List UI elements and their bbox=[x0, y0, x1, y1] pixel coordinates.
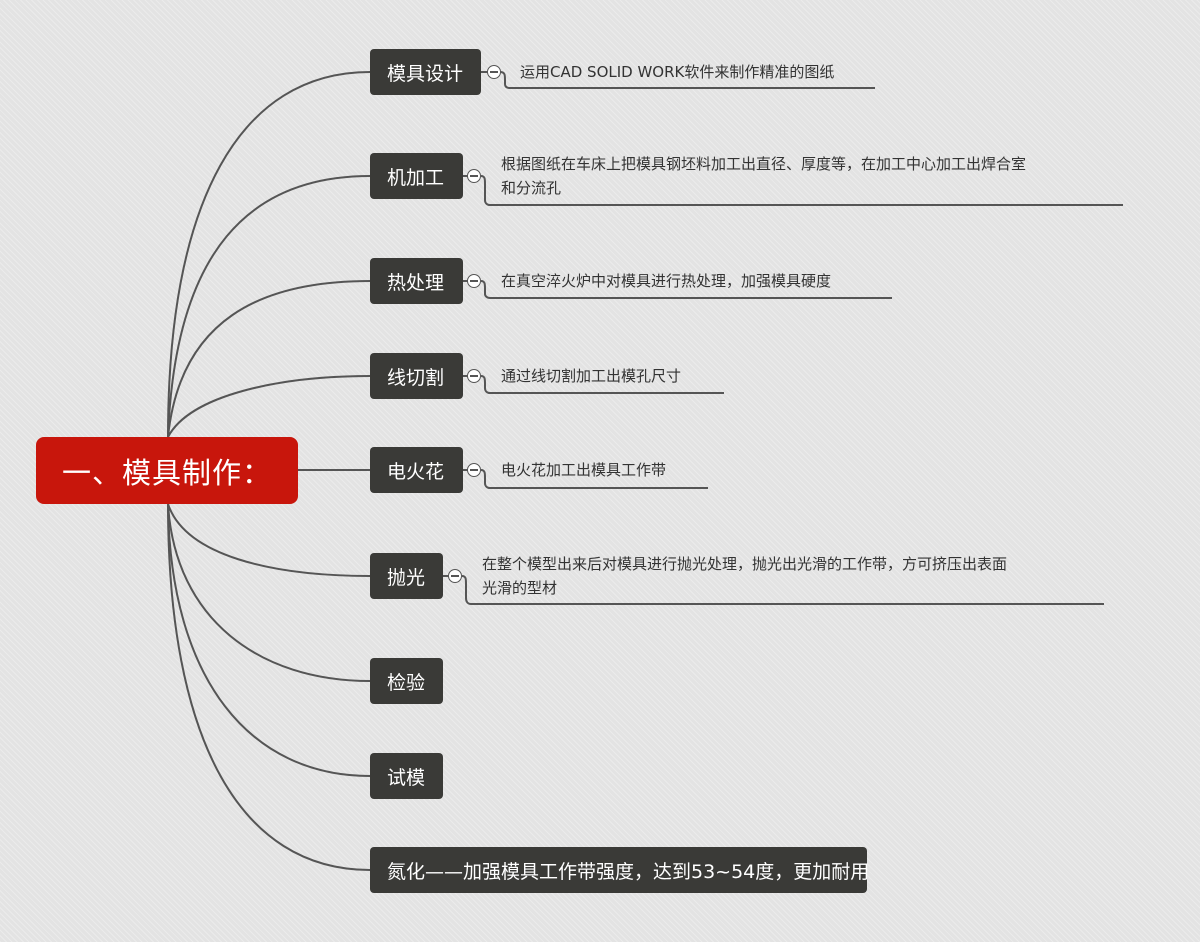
topic-label: 电火花 bbox=[387, 460, 445, 483]
edge-4 bbox=[167, 375, 371, 438]
collapse-toggle-icon[interactable] bbox=[467, 169, 481, 183]
collapse-toggle-icon[interactable] bbox=[448, 569, 462, 583]
edge-7 bbox=[167, 503, 371, 682]
collapse-toggle-icon[interactable] bbox=[467, 463, 481, 477]
topic-label: 检验 bbox=[387, 671, 426, 694]
topic-label: 氮化——加强模具工作带强度，达到53~54度，更加耐用 bbox=[387, 860, 870, 883]
note-line: 和分流孔 bbox=[501, 179, 562, 197]
note-line: 在整个模型出来后对模具进行抛光处理，抛光出光滑的工作带，方可挤压出表面 bbox=[482, 555, 1008, 573]
note-mold-design: 运用CAD SOLID WORK软件来制作精准的图纸 bbox=[520, 63, 835, 81]
topic-label: 抛光 bbox=[387, 566, 426, 589]
topic-label: 机加工 bbox=[387, 166, 445, 189]
topic-label: 线切割 bbox=[387, 366, 445, 389]
topic-label: 试模 bbox=[387, 766, 426, 789]
topic-machining[interactable]: 机加工 bbox=[370, 153, 463, 199]
edge-2 bbox=[167, 175, 371, 438]
root-topic-label: 一、模具制作： bbox=[61, 455, 272, 490]
collapse-toggle-icon[interactable] bbox=[467, 274, 481, 288]
topic-heat-treatment[interactable]: 热处理 bbox=[370, 258, 463, 304]
topic-polishing[interactable]: 抛光 bbox=[370, 553, 443, 599]
topic-trial-mold[interactable]: 试模 bbox=[370, 753, 443, 799]
note-line: 根据图纸在车床上把模具钢坯料加工出直径、厚度等，在加工中心加工出焊合室 bbox=[501, 155, 1027, 173]
collapse-toggle-icon[interactable] bbox=[467, 369, 481, 383]
topic-label: 模具设计 bbox=[387, 62, 464, 85]
edge-9 bbox=[167, 503, 371, 871]
edge-8 bbox=[167, 503, 371, 777]
note-edm: 电火花加工出模具工作带 bbox=[501, 461, 667, 479]
collapse-toggle-icon[interactable] bbox=[487, 65, 501, 79]
topic-mold-design[interactable]: 模具设计 bbox=[370, 49, 481, 95]
note-wire-cutting: 通过线切割加工出模孔尺寸 bbox=[501, 367, 682, 385]
root-topic[interactable]: 一、模具制作： bbox=[36, 437, 298, 504]
note-polishing: 在整个模型出来后对模具进行抛光处理，抛光出光滑的工作带，方可挤压出表面 光滑的型… bbox=[482, 552, 1007, 600]
edge-3 bbox=[167, 280, 371, 438]
topic-wire-cutting[interactable]: 线切割 bbox=[370, 353, 463, 399]
note-line: 光滑的型材 bbox=[482, 579, 558, 597]
note-machining: 根据图纸在车床上把模具钢坯料加工出直径、厚度等，在加工中心加工出焊合室 和分流孔 bbox=[501, 152, 1026, 200]
topic-edm[interactable]: 电火花 bbox=[370, 447, 463, 493]
topic-nitriding[interactable]: 氮化——加强模具工作带强度，达到53~54度，更加耐用 bbox=[370, 847, 870, 893]
note-heat-treatment: 在真空淬火炉中对模具进行热处理，加强模具硬度 bbox=[501, 272, 832, 290]
edge-6 bbox=[167, 503, 371, 577]
topic-inspection[interactable]: 检验 bbox=[370, 658, 443, 704]
edge-1 bbox=[167, 71, 371, 438]
topic-label: 热处理 bbox=[387, 271, 445, 294]
